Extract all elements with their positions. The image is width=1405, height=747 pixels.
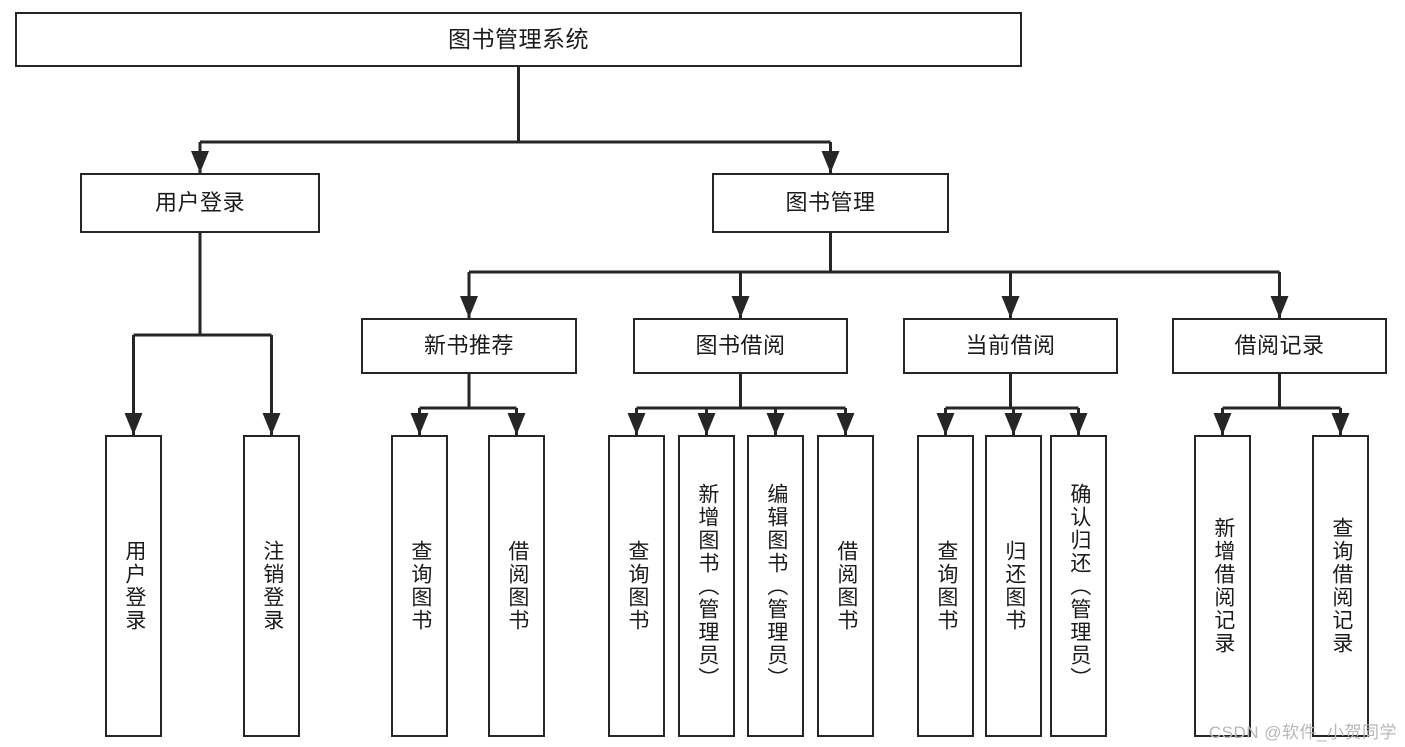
arrowhead xyxy=(191,151,209,173)
arrowhead xyxy=(766,413,785,435)
node-label: 查询图书 xyxy=(625,540,649,632)
arrowhead xyxy=(1213,413,1232,435)
node-label: 编辑图书（管理员） xyxy=(764,482,788,690)
node-leaf-bb-add[interactable]: 新增图书（管理员） xyxy=(678,435,735,737)
node-leaf-user-login[interactable]: 用户登录 xyxy=(105,435,162,737)
node-label: 借阅图书 xyxy=(505,540,529,632)
node-leaf-bb-edit[interactable]: 编辑图书（管理员） xyxy=(747,435,804,737)
arrowhead xyxy=(1001,296,1020,318)
arrowhead xyxy=(124,413,143,435)
node-leaf-bb-query[interactable]: 查询图书 xyxy=(608,435,665,737)
arrowhead xyxy=(262,413,281,435)
node-leaf-br-add[interactable]: 新增借阅记录 xyxy=(1194,435,1251,737)
arrowhead xyxy=(697,413,716,435)
node-leaf-bb-borrow[interactable]: 借阅图书 xyxy=(817,435,874,737)
arrowhead xyxy=(821,151,840,173)
node-new-book-rec[interactable]: 新书推荐 xyxy=(361,318,577,374)
node-leaf-cb-query[interactable]: 查询图书 xyxy=(917,435,974,737)
node-label: 注销登录 xyxy=(260,540,284,632)
arrowhead xyxy=(1331,413,1350,435)
arrowhead xyxy=(936,413,955,435)
node-leaf-logout[interactable]: 注销登录 xyxy=(243,435,300,737)
arrowhead xyxy=(507,413,526,435)
node-label: 借阅记录 xyxy=(1234,333,1325,359)
node-book-borrow[interactable]: 图书借阅 xyxy=(633,318,848,374)
node-label: 新增图书（管理员） xyxy=(695,482,719,690)
node-label: 借阅图书 xyxy=(834,540,858,632)
node-book-manage[interactable]: 图书管理 xyxy=(712,173,949,233)
node-label: 用户登录 xyxy=(154,190,245,216)
arrowhead xyxy=(836,413,855,435)
arrowhead xyxy=(731,296,750,318)
arrowhead xyxy=(1069,413,1088,435)
arrowhead xyxy=(410,413,429,435)
node-current-borrow[interactable]: 当前借阅 xyxy=(903,318,1118,374)
node-label: 当前借阅 xyxy=(965,333,1056,359)
node-label: 查询图书 xyxy=(408,540,432,632)
node-leaf-br-query[interactable]: 查询借阅记录 xyxy=(1312,435,1369,737)
node-label: 新增借阅记录 xyxy=(1211,517,1235,655)
node-label: 查询图书 xyxy=(934,540,958,632)
node-label: 图书借阅 xyxy=(695,333,786,359)
arrowhead xyxy=(460,296,478,318)
node-label: 图书管理系统 xyxy=(448,25,589,52)
node-leaf-rec-borrow[interactable]: 借阅图书 xyxy=(488,435,545,737)
node-label: 归还图书 xyxy=(1002,540,1026,632)
node-label: 查询借阅记录 xyxy=(1329,517,1353,655)
arrowhead xyxy=(1270,296,1289,318)
node-leaf-rec-query[interactable]: 查询图书 xyxy=(391,435,448,737)
node-root[interactable]: 图书管理系统 xyxy=(15,12,1022,67)
node-leaf-cb-return[interactable]: 归还图书 xyxy=(985,435,1042,737)
node-borrow-record[interactable]: 借阅记录 xyxy=(1172,318,1387,374)
node-label: 图书管理 xyxy=(785,190,876,216)
node-leaf-cb-confirm[interactable]: 确认归还（管理员） xyxy=(1050,435,1107,737)
node-label: 确认归还（管理员） xyxy=(1067,482,1091,690)
arrowhead xyxy=(627,413,646,435)
node-label: 用户登录 xyxy=(122,540,146,632)
node-user-login[interactable]: 用户登录 xyxy=(80,173,320,233)
node-label: 新书推荐 xyxy=(423,333,514,359)
arrowhead xyxy=(1004,413,1023,435)
